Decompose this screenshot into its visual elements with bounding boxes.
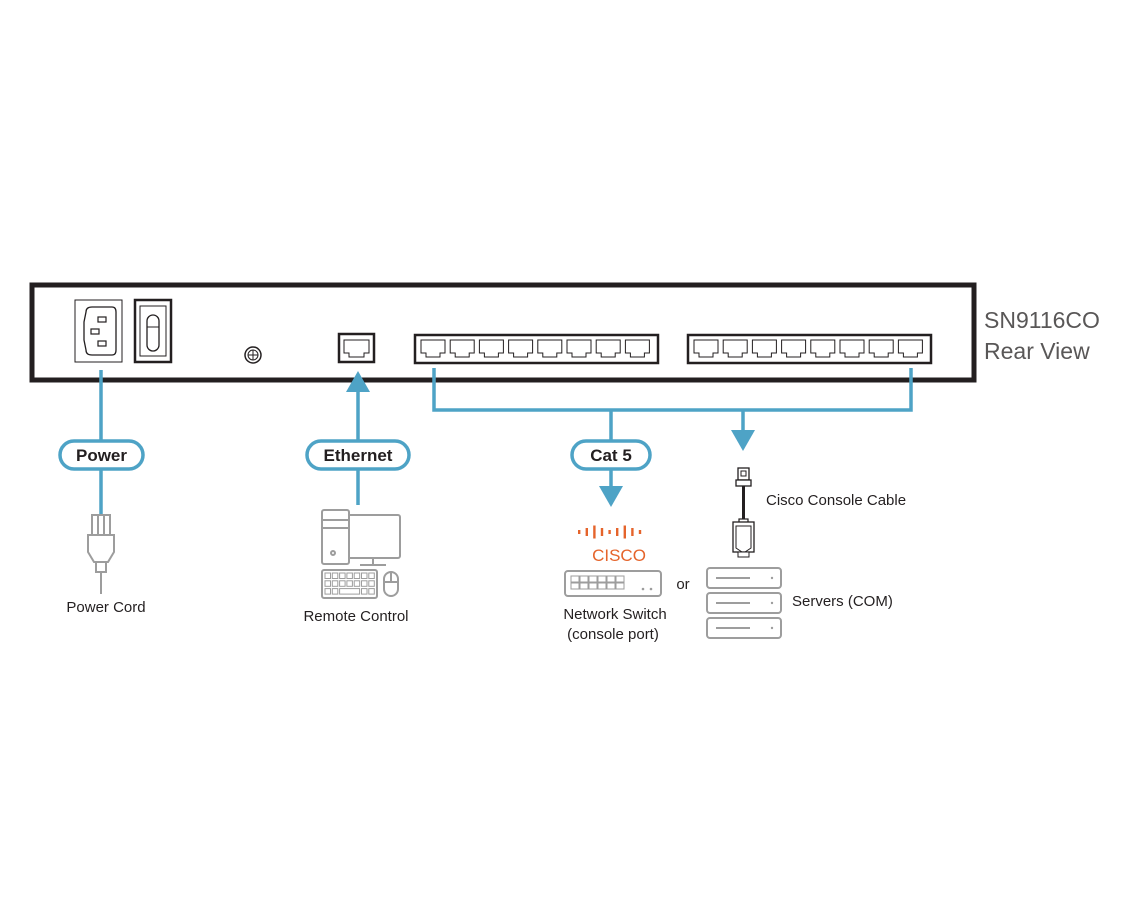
switch-port [597,575,607,583]
rj45-console-port[interactable] [508,339,534,358]
port-group-frame [686,333,933,365]
key [324,580,331,587]
power-pill: Power [58,439,145,471]
key [368,588,375,595]
servers-icon [706,567,782,639]
cat5-pill: Cat 5 [570,439,652,471]
server-led-icon [770,601,774,605]
rj45-console-port[interactable] [449,339,475,358]
rj45-console-port[interactable] [624,339,650,358]
cisco-bar [593,525,596,539]
rj45-console-port[interactable] [537,339,563,358]
console-port-group-2 [686,333,933,365]
cisco-bar [616,528,619,536]
rj45-console-port[interactable] [781,339,807,358]
chassis [29,282,977,383]
cisco-bar [608,530,611,534]
console-cable-label: Cisco Console Cable [766,492,906,509]
rj45-console-port[interactable] [839,339,865,358]
key [324,588,331,595]
key [331,572,339,579]
lan-port[interactable] [337,332,376,364]
rj45-console-port[interactable] [868,339,894,358]
key [339,572,346,579]
switch-led-icon [649,587,653,591]
power-pill-label: Power [76,446,127,465]
rj45-console-port[interactable] [693,339,719,358]
cisco-bar [585,528,588,536]
cisco-brand-text: CISCO [592,546,646,565]
switch-ports-icon [570,575,625,590]
cisco-bar [631,528,634,536]
ground-screw-icon [244,346,262,364]
cisco-bar [623,525,626,539]
key [361,588,368,595]
rj45-console-port[interactable] [810,339,836,358]
servers-label: Servers (COM) [792,593,893,610]
cisco-bar [600,528,604,536]
key [346,572,353,579]
switch-port [615,575,625,583]
cable-lines [99,368,913,515]
key [346,580,353,587]
server-led-icon [770,626,774,630]
model-name: SN9116CO [984,307,1100,333]
key [368,580,375,587]
port-group-frame [413,333,660,365]
console-port-label: (console port) [567,626,659,643]
keyboard-keys-icon [324,572,375,595]
key [361,572,368,579]
rj45-console-port[interactable] [478,339,504,358]
power-cord-label: Power Cord [66,599,145,616]
console-cable-icon [732,467,755,558]
key [339,580,346,587]
remote-control-label: Remote Control [303,608,408,625]
arrow-down-icon [731,430,755,451]
key [353,580,361,587]
rj45-console-port[interactable] [751,339,777,358]
view-label: Rear View [984,338,1090,364]
key [324,572,331,579]
key [368,572,375,579]
rj45-console-port[interactable] [420,339,446,358]
rj45-console-port[interactable] [566,339,592,358]
key [361,580,368,587]
key [353,572,361,579]
or-label: or [676,576,689,593]
power-switch[interactable] [133,298,173,364]
computer-icon [321,509,401,599]
switch-port [588,575,598,583]
cisco-logo-icon [578,525,642,539]
switch-port [570,575,580,583]
switch-port [615,582,625,590]
switch-port [606,575,616,583]
rj45-console-port[interactable] [595,339,621,358]
switch-port [579,582,589,590]
cisco-bar [638,530,642,534]
ethernet-pill: Ethernet [305,439,411,471]
switch-led-icon [641,587,645,591]
arrow-down-icon [599,486,623,507]
key [331,588,339,595]
switch-port [606,582,616,590]
ethernet-pill-label: Ethernet [324,446,393,465]
power-inlet-icon [74,299,123,363]
server-led-icon [770,576,774,580]
key [331,580,339,587]
rj45-console-port[interactable] [897,339,923,358]
switch-port [588,582,598,590]
cat5-pill-label: Cat 5 [590,446,632,465]
power-cord-icon [87,514,115,594]
arrow-up-icon [346,371,370,392]
console-port-group-1 [413,333,660,365]
switch-port [579,575,589,583]
spacebar [339,588,361,595]
switch-port [597,582,607,590]
cisco-bar [578,530,581,534]
rj45-console-port[interactable] [722,339,748,358]
switch-port [570,582,580,590]
network-switch-label: Network Switch [563,606,666,623]
